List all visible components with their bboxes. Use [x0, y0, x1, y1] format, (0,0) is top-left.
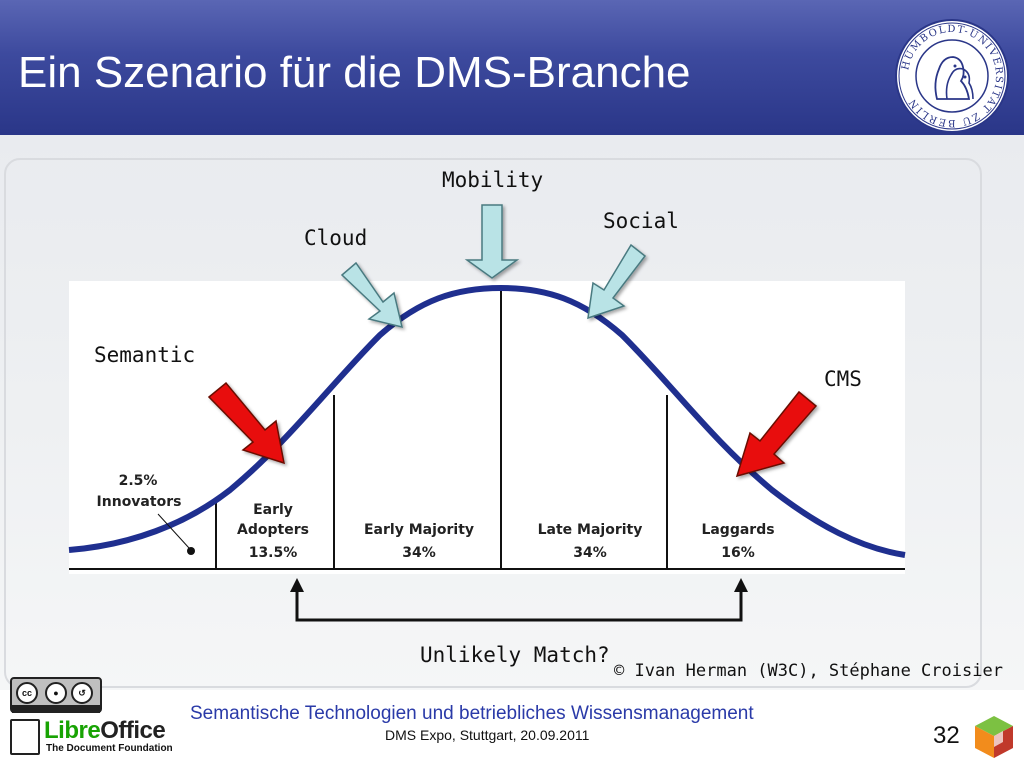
early-adopters-pct: 13.5% — [249, 545, 298, 561]
mobility-arrow-icon — [464, 204, 520, 279]
cc-label-strip: BY SA — [12, 705, 100, 738]
content-frame — [4, 158, 982, 688]
early-adopters-label-1: Early — [253, 502, 293, 518]
late-majority-label: Late Majority — [538, 522, 643, 538]
creative-commons-badge: cc ● ↺ BY SA — [10, 677, 102, 738]
early-majority-pct: 34% — [402, 545, 436, 561]
innovators-point — [187, 547, 195, 555]
document-foundation-text: The Document Foundation — [46, 743, 173, 754]
libreoffice-logo: LibreOffice The Document Foundation — [10, 717, 173, 759]
footer-title: Semantische Technologien und betrieblich… — [190, 703, 754, 724]
social-label: Social — [603, 209, 679, 233]
bell-curve — [68, 284, 906, 558]
footer-subtitle: DMS Expo, Stuttgart, 20.09.2011 — [385, 727, 590, 743]
semantic-arrow-icon — [207, 381, 285, 465]
social-arrow-icon — [587, 243, 647, 320]
cube-logo-icon — [975, 716, 1013, 758]
attribution-icon: ● — [45, 682, 67, 704]
university-seal-icon: HUMBOLDT-UNIVERSITÄT ZU BERLIN — [895, 19, 1009, 133]
cms-label: CMS — [824, 367, 862, 391]
semantic-label: Semantic — [94, 343, 196, 367]
late-majority-pct: 34% — [573, 545, 607, 561]
page-number: 32 — [933, 722, 960, 749]
unlikely-match-bracket — [295, 590, 743, 622]
early-adopters-label-2: Adopters — [237, 522, 309, 538]
diagram-panel — [69, 281, 905, 574]
libreoffice-wordmark: LibreOffice — [44, 717, 166, 745]
share-alike-icon: ↺ — [71, 682, 93, 704]
unlikely-match-label: Unlikely Match? — [420, 643, 610, 667]
mobility-label: Mobility — [442, 168, 544, 192]
cc-icon: cc — [16, 682, 38, 704]
title-bar: Ein Szenario für die DMS-Branche HUMBOLD… — [0, 0, 1024, 135]
laggards-pct: 16% — [721, 545, 755, 561]
early-majority-label: Early Majority — [364, 522, 474, 538]
document-icon — [10, 719, 40, 755]
innovators-leader-line — [157, 513, 190, 549]
innovators-label: Innovators — [97, 494, 182, 510]
cms-arrow-icon — [735, 390, 818, 478]
innovators-pct: 2.5% — [119, 473, 158, 489]
cloud-arrow-icon — [340, 261, 404, 329]
cloud-label: Cloud — [304, 226, 368, 250]
bracket-right-arrowhead — [734, 578, 748, 592]
office-text: Office — [100, 717, 166, 744]
slide-title: Ein Szenario für die DMS-Branche — [18, 48, 691, 97]
laggards-label: Laggards — [701, 522, 774, 538]
libre-text: Libre — [44, 717, 101, 744]
copyright-notice: © Ivan Herman (W3C), Stéphane Croisier — [614, 661, 1003, 681]
bracket-left-arrowhead — [290, 578, 304, 592]
